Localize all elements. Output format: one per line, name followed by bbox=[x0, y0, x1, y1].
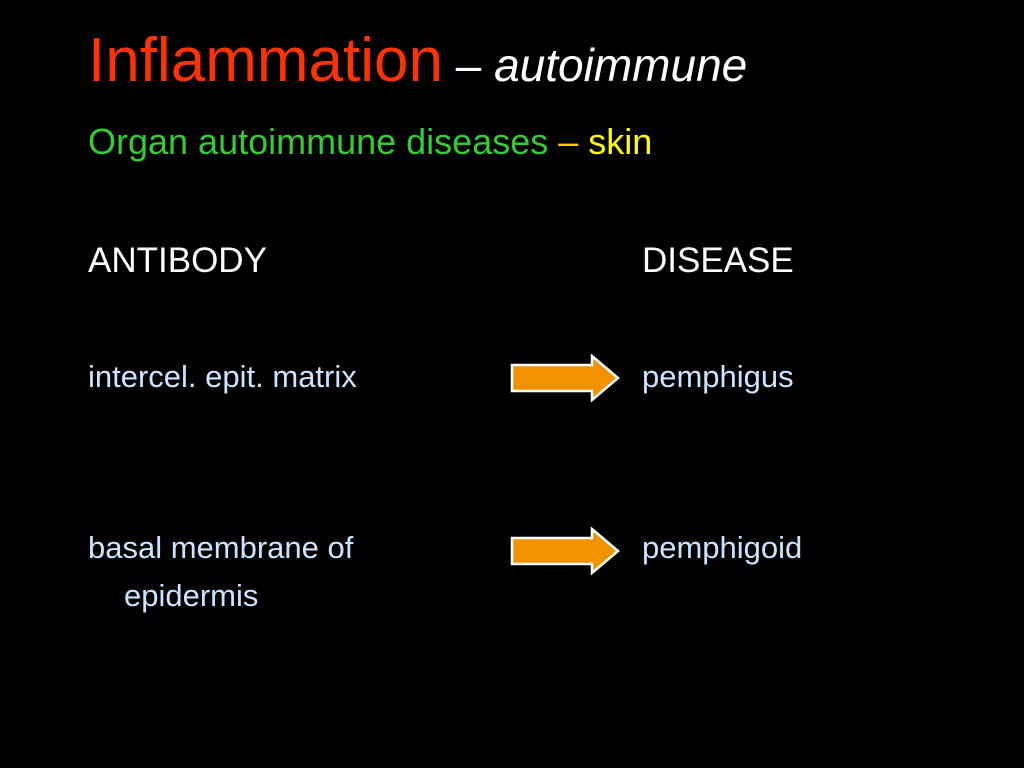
right-arrow-icon bbox=[510, 354, 620, 402]
disease-cell-2: pemphigoid bbox=[642, 530, 803, 565]
title-main: Inflammation bbox=[88, 26, 443, 95]
subtitle-green: Organ autoimmune diseases bbox=[88, 121, 559, 162]
title-dash: – bbox=[442, 39, 495, 91]
antibody-cell-1: intercel. epit. matrix bbox=[88, 359, 357, 394]
slide-subtitle: Organ autoimmune diseases – skin bbox=[88, 124, 652, 160]
subtitle-yellow: skin bbox=[588, 121, 653, 162]
antibody-cell-2-continued: epidermis bbox=[124, 578, 259, 613]
slide-title: Inflammation – autoimmune bbox=[88, 30, 747, 92]
antibody-cell-2: basal membrane of bbox=[88, 530, 354, 565]
header-disease: DISEASE bbox=[642, 241, 794, 280]
title-italic: autoimmune bbox=[494, 39, 748, 91]
header-antibody: ANTIBODY bbox=[88, 241, 267, 280]
right-arrow-icon bbox=[510, 527, 620, 575]
disease-cell-1: pemphigus bbox=[642, 359, 794, 394]
subtitle-dash: – bbox=[558, 121, 589, 162]
